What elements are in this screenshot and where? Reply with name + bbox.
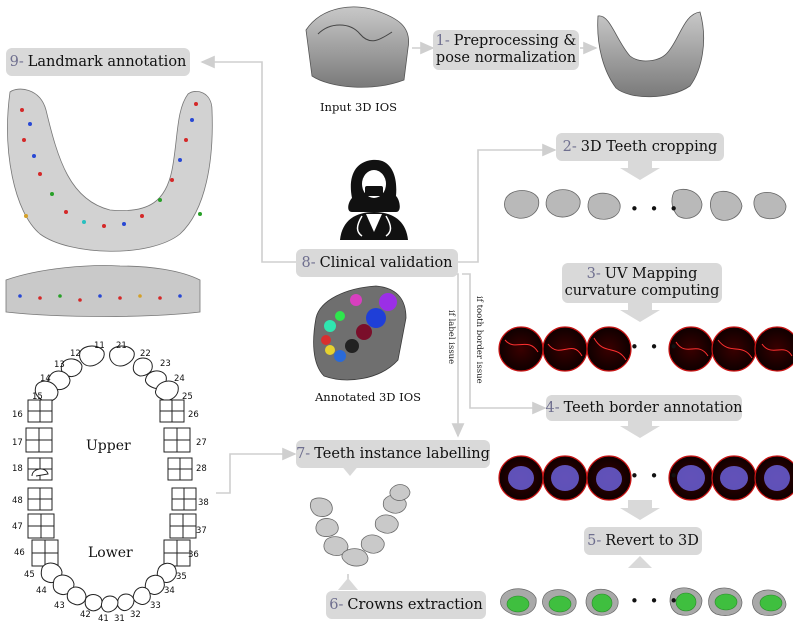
tooth-number: 12: [70, 349, 81, 359]
tooth-number: 23: [160, 359, 171, 369]
tooth-number: 17: [12, 438, 23, 448]
tooth-number: 35: [176, 572, 187, 582]
tooth-number: 15: [32, 392, 43, 402]
step-teeth-cropping: 2-3D Teeth cropping: [556, 133, 724, 161]
down-arrows: [338, 160, 660, 590]
ellipsis-crowns: • • •: [630, 592, 682, 610]
cropped-teeth-row: [504, 188, 787, 221]
annotated-ios-model: [313, 285, 407, 381]
tooth-number: 22: [140, 349, 151, 359]
tooth-number: 43: [54, 601, 65, 611]
tooth-number: 28: [196, 464, 207, 474]
tooth-number: 27: [196, 438, 207, 448]
landmark-arch-top-view: [7, 88, 213, 252]
step-uv-mapping: 3-UV Mapping curvature computing: [562, 263, 722, 303]
label-issue-note: if label issue: [446, 310, 456, 365]
crowns-row: [500, 587, 787, 616]
lower-jaw-label: Lower: [88, 545, 133, 561]
tooth-number: 41: [98, 614, 109, 624]
arrow-chart-to-step7: [216, 447, 297, 494]
input-ios-model: [305, 6, 410, 88]
tooth-number: 32: [130, 610, 141, 620]
border-issue-note: if tooth border issue: [474, 296, 484, 384]
ellipsis-border: • • •: [630, 467, 682, 485]
landmark-arch-front-view: [5, 265, 201, 317]
step-uv-mapping-line2: curvature computing: [564, 283, 720, 299]
step-landmark-annotation: 9-Landmark annotation: [6, 48, 190, 76]
tooth-number: 47: [12, 522, 23, 532]
tooth-number: 46: [14, 548, 25, 558]
tooth-number: 25: [182, 392, 193, 402]
step-instance-labelling: 7-Teeth instance labelling: [296, 440, 490, 468]
curvature-maps-row: [498, 326, 793, 372]
border-annotated-maps-row: [498, 455, 793, 501]
step-revert-to-3d: 5-Revert to 3D: [584, 527, 702, 555]
tooth-number: 24: [174, 374, 185, 384]
arrow-step8-to-step9: [200, 55, 296, 263]
tooth-number: 42: [80, 610, 91, 620]
normalized-jaw-model: [597, 11, 705, 98]
caption-annotated-ios: Annotated 3D IOS: [315, 390, 422, 404]
tooth-number: 48: [12, 496, 23, 506]
tooth-number: 36: [188, 550, 199, 560]
ellipsis-cropped: • • •: [630, 200, 682, 218]
upper-jaw-label: Upper: [86, 438, 131, 454]
tooth-number: 33: [150, 601, 161, 611]
tooth-number: 26: [188, 410, 199, 420]
tooth-number: 38: [198, 498, 209, 508]
tooth-number: 16: [12, 410, 23, 420]
tooth-number: 11: [94, 341, 105, 351]
step-crowns-extraction: 6-Crowns extraction: [326, 591, 486, 619]
tooth-number: 14: [40, 374, 51, 384]
extracted-crowns-arch: [310, 484, 411, 567]
ellipsis-curvature: • • •: [630, 338, 682, 356]
clinician-icon: [340, 159, 408, 240]
tooth-number: 34: [164, 586, 175, 596]
step-preprocessing-line1: 1-Preprocessing &: [435, 33, 577, 49]
tooth-number: 18: [12, 464, 23, 474]
tooth-number: 44: [36, 586, 47, 596]
arrow-step8-to-step2: [455, 143, 557, 263]
tooth-number: 31: [114, 614, 125, 624]
tooth-number: 37: [196, 526, 207, 536]
step-preprocessing: 1-Preprocessing & pose normalization: [433, 30, 579, 70]
tooth-chart: [25, 345, 197, 613]
step-preprocessing-line2: pose normalization: [435, 50, 577, 66]
tooth-number: 21: [116, 341, 127, 351]
caption-input-ios: Input 3D IOS: [320, 100, 398, 114]
tooth-number: 13: [54, 360, 65, 370]
step-clinical-validation: 8-Clinical validation: [296, 249, 458, 277]
step-uv-mapping-line1: 3-UV Mapping: [586, 266, 698, 282]
tooth-number: 45: [24, 570, 35, 580]
arrow-border-issue: [462, 273, 547, 415]
step-border-annotation: 4-Teeth border annotation: [546, 395, 743, 421]
